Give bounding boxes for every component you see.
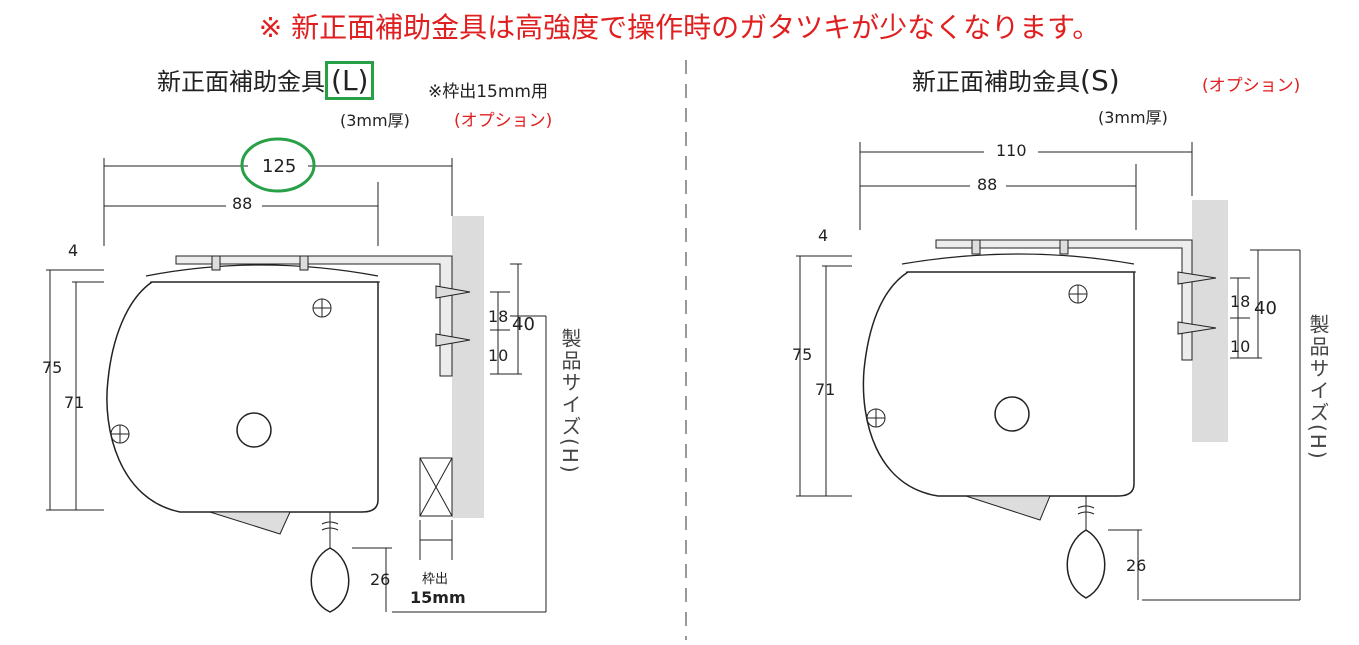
right-wall xyxy=(1192,200,1228,442)
right-dim-18: 18 xyxy=(1230,292,1251,311)
right-bracket xyxy=(935,239,1193,361)
right-wall-screw-2 xyxy=(1177,321,1217,335)
right-dim-40: 40 xyxy=(1254,298,1277,319)
right-paren-close: ) xyxy=(1108,64,1120,97)
right-weight xyxy=(1066,529,1106,599)
left-wall xyxy=(452,216,484,518)
left-wall-screw-1 xyxy=(435,285,471,299)
left-size-box: (L) xyxy=(325,61,375,100)
right-size-letter: S xyxy=(1090,64,1109,97)
left-top-screw-2 xyxy=(299,255,309,271)
right-product-size: 製品サイズ(H) xyxy=(1306,314,1330,461)
left-bracket xyxy=(175,255,453,377)
left-body xyxy=(106,281,379,513)
left-paren-close: ) xyxy=(357,64,369,97)
right-top-screw-2 xyxy=(1059,239,1069,255)
left-dim-88: 88 xyxy=(232,194,253,213)
left-dim-4: 4 xyxy=(68,241,79,260)
left-dim-10: 10 xyxy=(488,346,509,365)
left-dim-125: 125 xyxy=(262,156,297,177)
right-drawing xyxy=(796,142,1301,601)
right-dim-26: 26 xyxy=(1126,556,1147,575)
left-dim-40: 40 xyxy=(512,314,535,335)
left-frame-value: 15mm xyxy=(410,588,466,607)
left-dim-71: 71 xyxy=(64,393,85,412)
right-body xyxy=(862,271,1135,497)
left-title-group: 新正面補助金具(L) xyxy=(157,61,375,100)
right-dim-4: 4 xyxy=(818,226,829,245)
right-dim-71: 71 xyxy=(815,380,836,399)
left-drawing xyxy=(46,158,547,613)
left-frame-note: ※枠出15mm用 xyxy=(428,82,548,102)
right-top-screw-1 xyxy=(971,239,981,255)
right-axle xyxy=(994,396,1030,432)
right-dim-75: 75 xyxy=(792,345,813,364)
left-frame-label: 枠出 xyxy=(422,572,449,587)
left-axle xyxy=(236,412,272,448)
left-weight xyxy=(310,547,350,613)
banner-text: ※ 新正面補助金具は高強度で操作時のガタツキが少なくなります。 xyxy=(258,11,1101,44)
right-thickness: (3mm厚) xyxy=(1098,108,1168,127)
left-title: 新正面補助金具 xyxy=(157,68,325,96)
left-size-letter: L xyxy=(341,64,358,97)
left-product-size: 製品サイズ(H) xyxy=(558,328,582,475)
left-thickness: (3mm厚) xyxy=(340,111,410,130)
left-125-highlight xyxy=(240,137,316,193)
left-dim-18: 18 xyxy=(488,307,509,326)
right-title: 新正面補助金具 xyxy=(912,68,1080,96)
left-option: (オプション) xyxy=(454,111,553,131)
right-dim-10: 10 xyxy=(1230,337,1251,356)
right-paren-open: ( xyxy=(1080,64,1091,97)
right-dim-110: 110 xyxy=(996,141,1027,160)
left-paren-open: ( xyxy=(331,64,342,97)
right-wall-screw-1 xyxy=(1177,271,1217,285)
right-title-group: 新正面補助金具(S) xyxy=(912,62,1120,97)
right-option: (オプション) xyxy=(1202,76,1301,96)
right-dim-88: 88 xyxy=(977,175,998,194)
left-dim-75: 75 xyxy=(42,358,63,377)
left-dim-26: 26 xyxy=(370,570,391,589)
left-wall-screw-2 xyxy=(435,333,471,347)
left-top-screw-1 xyxy=(211,255,221,271)
